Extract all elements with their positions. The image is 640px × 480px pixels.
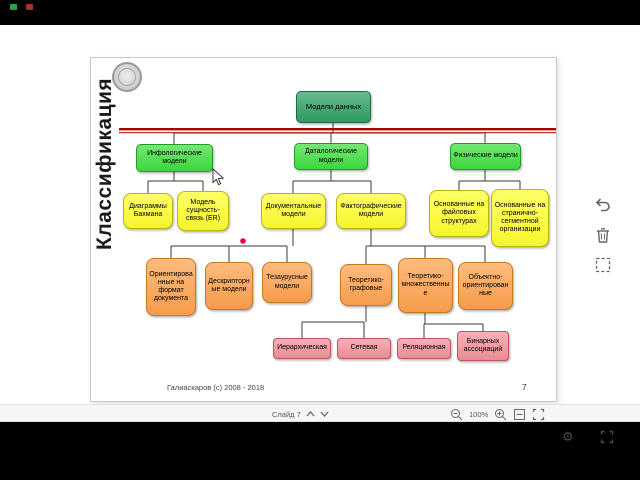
player-fullscreen-icon[interactable] <box>600 430 614 444</box>
status-dot-green-icon <box>10 4 17 10</box>
letterbox-top <box>0 0 640 25</box>
node-binary: Бинарных ассоциаций <box>457 331 509 361</box>
trash-icon[interactable] <box>592 224 614 246</box>
zoom-level: 100% <box>469 409 489 419</box>
node-objorient: Объектно-ориентированные <box>458 262 513 310</box>
node-phys: Физические модели <box>450 143 521 170</box>
chevron-up-icon[interactable] <box>306 411 315 417</box>
slide-nav-label: Слайд 7 <box>272 409 301 419</box>
node-hier: Иерархическая <box>273 338 331 359</box>
zoom-out-icon[interactable] <box>450 408 463 421</box>
chevron-down-icon[interactable] <box>320 411 329 417</box>
zoom-controls: 100% <box>450 405 545 423</box>
node-doc: Документальные модели <box>261 193 326 229</box>
letterbox-bottom: ⚙ <box>0 422 640 480</box>
status-dot-red-icon <box>26 4 33 10</box>
zoom-in-icon[interactable] <box>494 408 507 421</box>
slide-nav: Слайд 7 <box>272 405 329 423</box>
node-info: Инфологические модели <box>136 144 213 172</box>
node-settheory: Теоретико-множественные <box>398 258 453 313</box>
undo-icon[interactable] <box>592 194 614 216</box>
viewer-toolbar: Слайд 7 100% <box>0 404 640 422</box>
node-datalog: Даталогические модели <box>294 143 368 170</box>
node-descriptor: Дескрипторные модели <box>205 262 253 310</box>
node-fact: Фактографические модели <box>336 193 406 229</box>
slide-page-number: 7 <box>522 382 527 392</box>
node-bachman: Диаграммы Бахмана <box>123 193 173 229</box>
node-relational: Реляционная <box>397 338 451 359</box>
node-er: Модель сущность-связь (ER) <box>177 191 229 231</box>
node-pagestruct: Основанные на странично-сегментной орган… <box>491 189 549 247</box>
fullscreen-icon[interactable] <box>532 408 545 421</box>
node-graph: Теоретико-графовые <box>340 264 392 306</box>
node-docformat: Ориентированные на формат документа <box>146 258 196 316</box>
player-settings-icon[interactable]: ⚙ <box>562 430 574 445</box>
side-toolbar <box>592 194 616 276</box>
node-network: Сетевая <box>337 338 391 359</box>
slide-vertical-title: Классификация <box>93 77 116 250</box>
node-filestruct: Основанные на файловых структурах <box>429 190 489 237</box>
fit-page-icon[interactable] <box>513 408 526 421</box>
select-area-icon[interactable] <box>592 254 614 276</box>
node-root: Модели данных <box>296 91 371 123</box>
node-thesaurus: Тезаурусные модели <box>262 262 312 303</box>
footer-credit: Галиаскаров (с) 2008 - 2018 <box>167 383 265 392</box>
logo-stamp-icon <box>112 62 142 92</box>
